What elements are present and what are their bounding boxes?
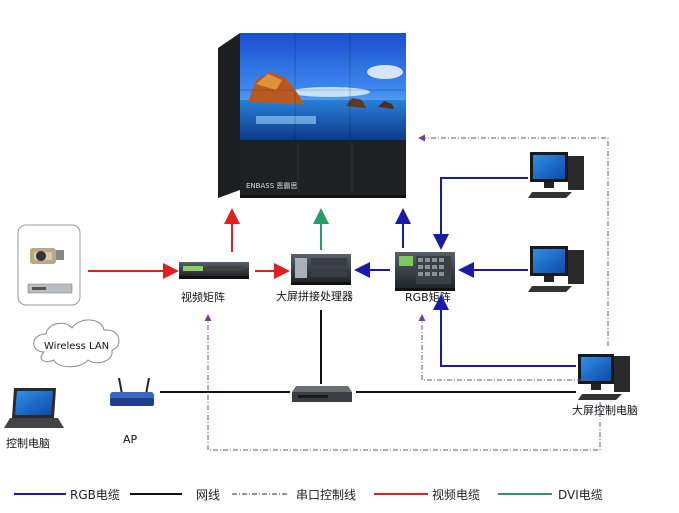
video-matrix-device (179, 262, 249, 279)
serial-to-video-matrix (204, 314, 601, 451)
legend-serial-label: 串口控制线 (296, 488, 356, 502)
legend-dvi-label: DVI电缆 (558, 488, 603, 502)
network-switch (292, 386, 352, 402)
pc-middle (528, 246, 584, 292)
screen-control-pc (578, 354, 630, 400)
video-matrix-label: 视频矩阵 (181, 290, 225, 304)
control-pc-label: 控制电脑 (6, 436, 50, 450)
processor-label: 大屏拼接处理器 (276, 289, 353, 303)
serial-to-wall (418, 134, 609, 346)
rgb-matrix-device (395, 252, 455, 291)
ap-label: AP (123, 433, 138, 446)
rgb-matrix-label: RGB矩阵 (405, 290, 451, 304)
legend: RGB电缆 网线 串口控制线 视频电缆 DVI电缆 (14, 487, 603, 502)
serial-to-rgb-matrix (418, 314, 592, 381)
rgb-cable-pc-top (433, 177, 528, 250)
brand-label: ENBASS 恩霸思 (246, 182, 297, 190)
processor-device (291, 254, 351, 285)
ap-router (110, 377, 154, 406)
legend-rgb-label: RGB电缆 (70, 488, 120, 502)
pc-top (528, 152, 584, 198)
legend-lan-label: 网线 (196, 488, 220, 502)
wireless-lan-label: Wireless LAN (44, 341, 109, 352)
video-wall: ENBASS 恩霸思 (218, 33, 406, 198)
camera-source (17, 224, 81, 306)
screen-control-pc-label: 大屏控制电脑 (572, 403, 638, 417)
wireless-cloud: Wireless LAN (33, 319, 120, 368)
rgb-cable-screen-control-pc (433, 294, 576, 367)
control-laptop (4, 388, 64, 428)
legend-video-label: 视频电缆 (432, 487, 480, 502)
